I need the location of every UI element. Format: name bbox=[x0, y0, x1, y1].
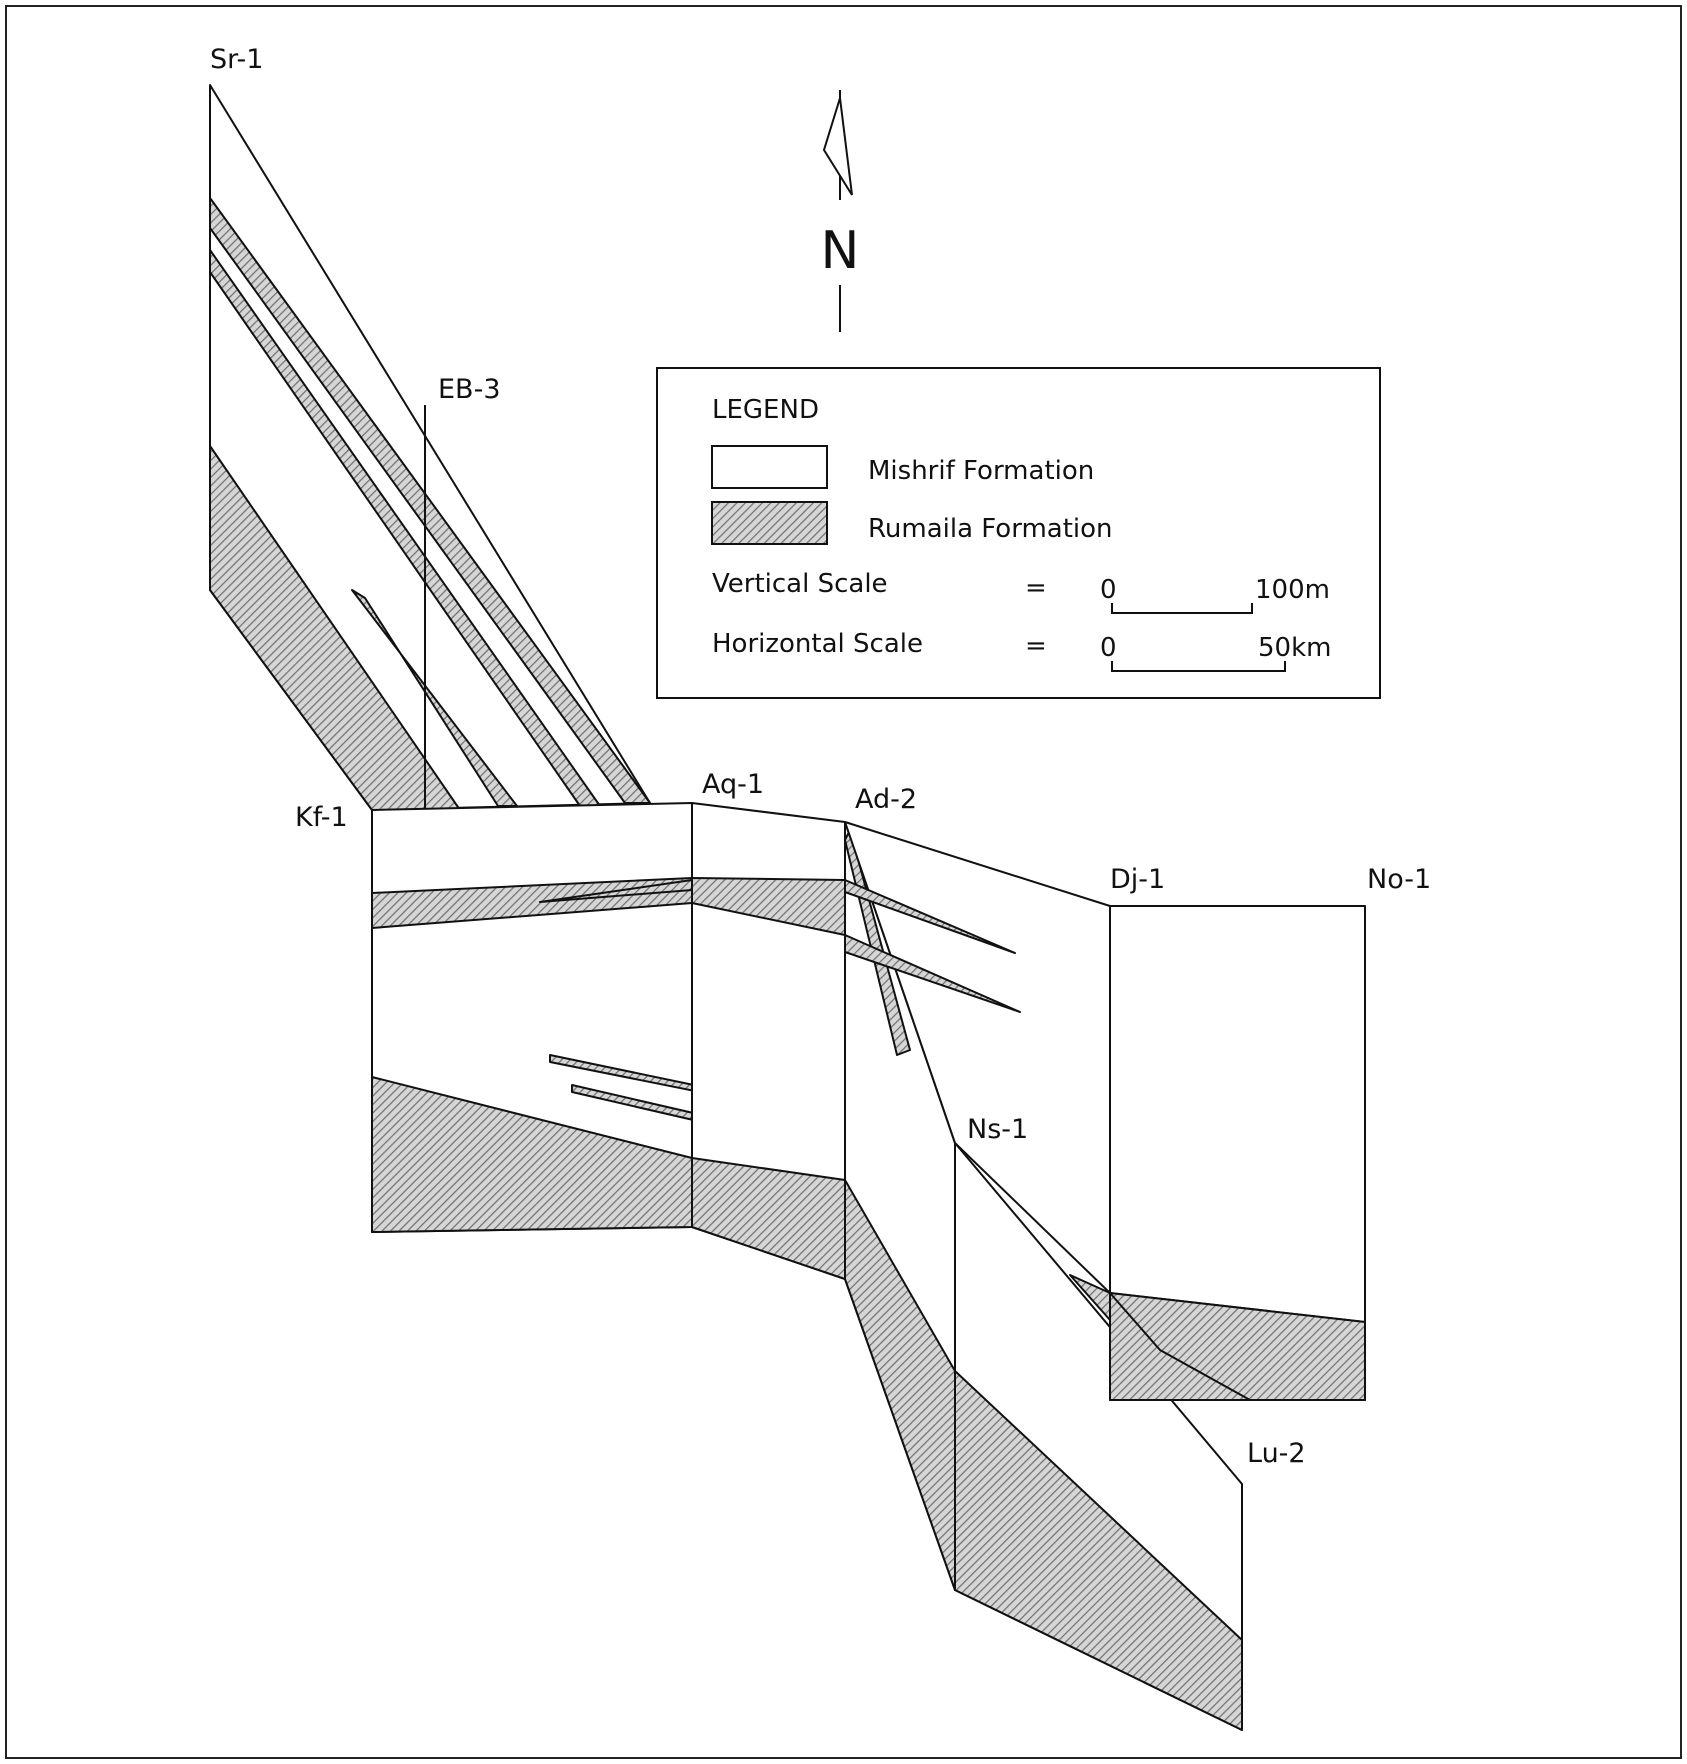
well-label-ns1: Ns-1 bbox=[967, 1114, 1028, 1145]
panel-sr1-rumaila-lens bbox=[351, 589, 518, 807]
legend-swatch-mishrif bbox=[711, 445, 828, 489]
legend-swatch-rumaila bbox=[711, 501, 828, 545]
panel-dj1-rumaila-notch bbox=[1109, 1292, 1366, 1401]
panel-dj1-no1 bbox=[1109, 905, 1366, 1401]
panel-ns1-lu2 bbox=[954, 1142, 1243, 1731]
panel-sr1-kf1 bbox=[209, 84, 651, 811]
panel-ad2-dj1 bbox=[844, 821, 1111, 1294]
legend-vertical-scale-bar bbox=[1111, 603, 1253, 614]
well-label-ad2: Ad-2 bbox=[855, 784, 917, 815]
well-label-no1: No-1 bbox=[1367, 864, 1431, 895]
legend-horizontal-end: 50km bbox=[1258, 633, 1331, 663]
panel-sr1-rumaila-band-1 bbox=[209, 197, 651, 804]
well-label-aq1: Aq-1 bbox=[702, 769, 764, 800]
legend-label-mishrif: Mishrif Formation bbox=[868, 456, 1094, 486]
north-arrow-head bbox=[822, 97, 853, 196]
panel-aq1-ad2 bbox=[691, 802, 846, 1280]
legend: LEGEND Mishrif Formation Rumaila Formati… bbox=[656, 367, 1381, 699]
well-label-lu2: Lu-2 bbox=[1247, 1438, 1306, 1469]
legend-horizontal-scale-bar bbox=[1111, 661, 1286, 672]
north-letter: N bbox=[821, 221, 860, 281]
panel-ad2-dj1-lens-1 bbox=[844, 879, 1016, 954]
north-arrow: N bbox=[821, 90, 860, 332]
well-label-dj1: Dj-1 bbox=[1110, 864, 1165, 895]
panel-ns1-rumaila-lower bbox=[954, 1370, 1243, 1731]
legend-horizontal-start: 0 bbox=[1100, 633, 1117, 663]
legend-horizontal-label: Horizontal Scale bbox=[712, 629, 923, 659]
legend-vertical-equals: = bbox=[1025, 573, 1047, 603]
legend-vertical-end: 100m bbox=[1255, 575, 1330, 605]
legend-label-rumaila: Rumaila Formation bbox=[868, 514, 1113, 544]
well-labels: Sr-1 EB-3 Kf-1 Aq-1 Ad-2 Dj-1 No-1 Ns-1 … bbox=[210, 44, 1431, 1469]
panel-ad2-dj1-lens-2 bbox=[844, 934, 1021, 1013]
legend-title: LEGEND bbox=[712, 395, 819, 425]
well-label-sr1: Sr-1 bbox=[210, 44, 263, 75]
well-label-kf1: Kf-1 bbox=[295, 802, 348, 833]
legend-vertical-start: 0 bbox=[1100, 575, 1117, 605]
legend-vertical-label: Vertical Scale bbox=[712, 569, 888, 599]
well-label-eb3: EB-3 bbox=[438, 374, 501, 405]
legend-horizontal-equals: = bbox=[1025, 631, 1047, 661]
